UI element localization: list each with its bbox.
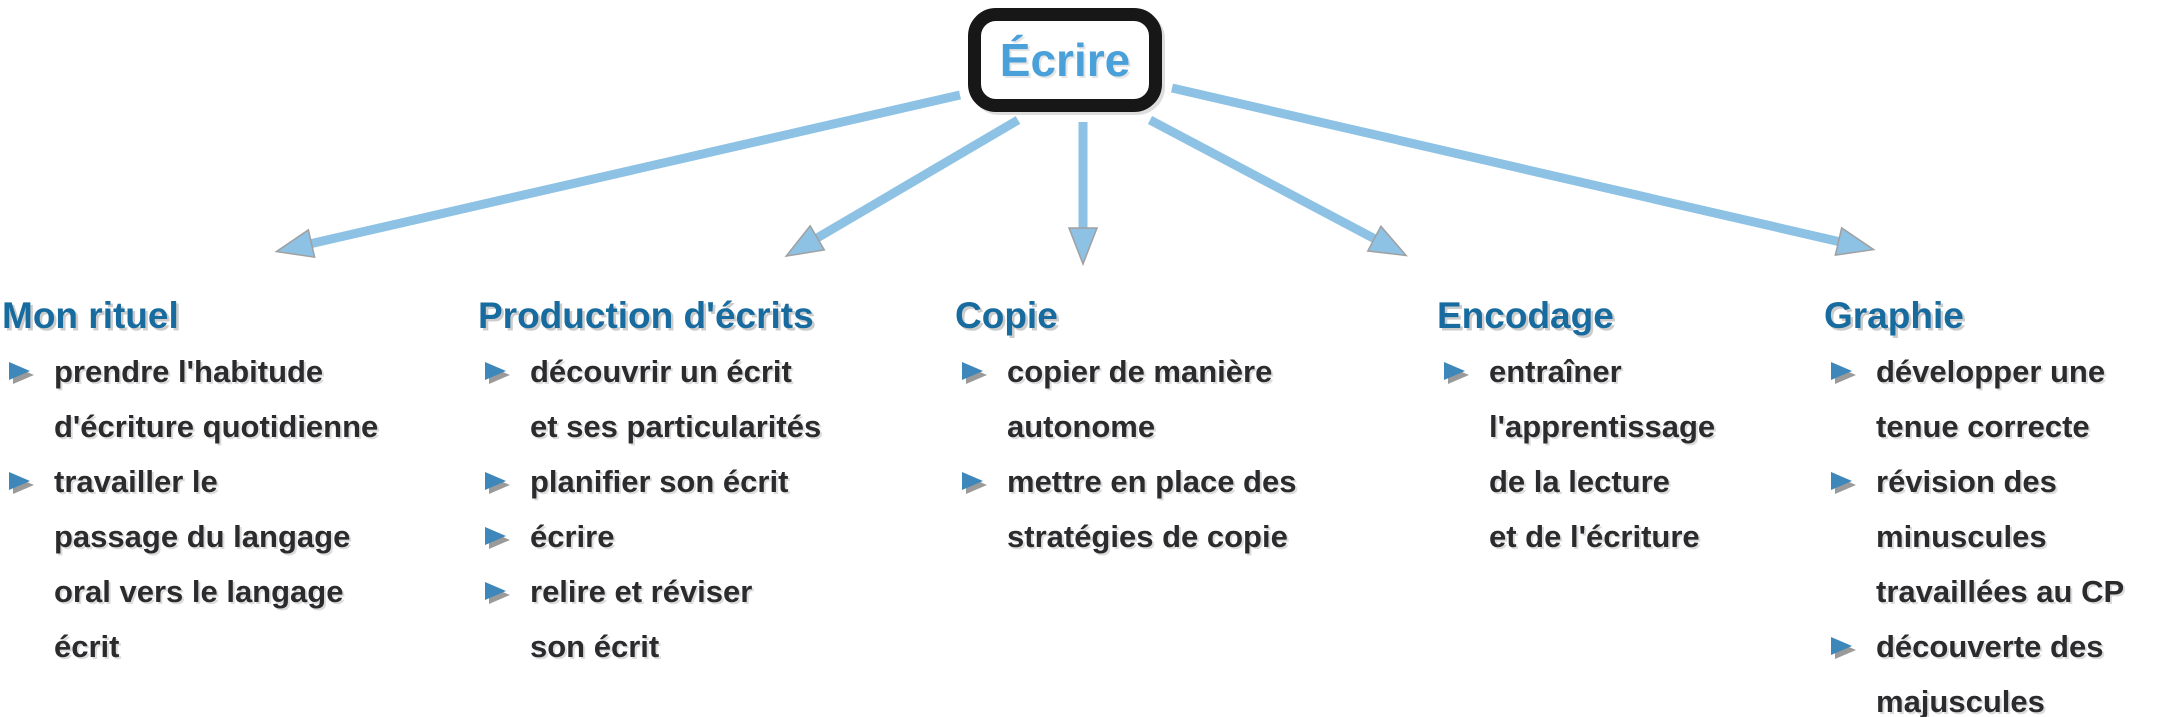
bullet-arrow-icon <box>1441 359 1471 385</box>
item-line: tenue correcte <box>1876 409 2090 444</box>
bullet-arrow-icon <box>6 359 36 385</box>
list-item: relire et réviser son écrit <box>478 564 938 674</box>
item-lines: mettre en place des stratégies de copie <box>1007 454 1415 564</box>
branch-production-d-ecrits: Production d'écrits découvrir un écrit et… <box>478 294 938 674</box>
item-lines: développer une tenue correcte <box>1876 344 2160 454</box>
item-line: copier de manière <box>1007 354 1273 389</box>
item-line: découvrir un écrit <box>530 354 792 389</box>
arrow-encodage <box>1147 116 1408 257</box>
item-lines: travailler le passage du langage oral vers… <box>54 454 462 674</box>
list-item: révision des minuscules travaillées au CP <box>1824 454 2160 619</box>
branch-encodage: Encodage entraîner l'apprentissage de la l… <box>1437 294 1817 564</box>
item-line: et ses particularités <box>530 409 822 444</box>
arrow-production <box>784 116 1021 258</box>
item-line: découverte des <box>1876 629 2104 664</box>
item-line: majuscules <box>1876 684 2045 717</box>
item-line: entraîner <box>1489 354 1622 389</box>
list-item: planifier son écrit <box>478 454 938 509</box>
list-item: écrire <box>478 509 938 564</box>
bullet-arrow-icon <box>1828 359 1858 385</box>
item-line: minuscules <box>1876 519 2047 554</box>
list-item: prendre l'habitude d'écriture quotidienne <box>2 344 462 454</box>
branch-mon-rituel: Mon rituel prendre l'habitude d'écriture … <box>2 294 462 674</box>
item-line: et de l'écriture <box>1489 519 1700 554</box>
item-lines: découverte des majuscules <box>1876 619 2160 717</box>
branch-title: Graphie <box>1824 295 1964 336</box>
branch-title: Copie <box>955 295 1058 336</box>
item-line: stratégies de copie <box>1007 519 1288 554</box>
item-lines: révision des minuscules travaillées au CP <box>1876 454 2160 619</box>
branch-items: copier de manière autonome mettre en place… <box>955 344 1415 564</box>
bullet-arrow-icon <box>482 359 512 385</box>
bullet-arrow-icon <box>1828 469 1858 495</box>
branch-copie: Copie copier de manière autonome mettre en… <box>955 294 1415 564</box>
item-line: passage du langage <box>54 519 351 554</box>
bullet-arrow-icon <box>959 469 989 495</box>
root-node-label: Écrire <box>999 34 1131 86</box>
bullet-arrow-icon <box>1828 634 1858 660</box>
branch-items: entraîner l'apprentissage de la lecture et … <box>1437 344 1817 564</box>
list-item: copier de manière autonome <box>955 344 1415 454</box>
item-line: l'apprentissage <box>1489 409 1716 444</box>
list-item: développer une tenue correcte <box>1824 344 2160 454</box>
item-lines: planifier son écrit <box>530 454 938 509</box>
item-lines: prendre l'habitude d'écriture quotidienne <box>54 344 462 454</box>
item-line: mettre en place des <box>1007 464 1297 499</box>
branch-title: Encodage <box>1437 295 1614 336</box>
arrow-graphie <box>1170 83 1876 257</box>
list-item: découverte des majuscules <box>1824 619 2160 717</box>
branch-title: Mon rituel <box>2 295 179 336</box>
item-line: autonome <box>1007 409 1156 444</box>
item-line: son écrit <box>530 629 660 664</box>
bullet-arrow-icon <box>482 469 512 495</box>
item-line: relire et réviser <box>530 574 753 609</box>
list-item: travailler le passage du langage oral vers… <box>2 454 462 674</box>
root-node: Écrire <box>968 8 1162 112</box>
item-line: planifier son écrit <box>530 464 789 499</box>
bullet-arrow-icon <box>959 359 989 385</box>
branch-items: prendre l'habitude d'écriture quotidienne… <box>2 344 462 674</box>
item-line: révision des <box>1876 464 2057 499</box>
item-lines: découvrir un écrit et ses particularités <box>530 344 938 454</box>
item-line: développer une <box>1876 354 2106 389</box>
arrow-mon-rituel <box>274 90 962 259</box>
list-item: découvrir un écrit et ses particularités <box>478 344 938 454</box>
item-lines: relire et réviser son écrit <box>530 564 938 674</box>
branch-items: découvrir un écrit et ses particularités p… <box>478 344 938 674</box>
branch-title: Production d'écrits <box>478 295 814 336</box>
item-line: oral vers le langage <box>54 574 344 609</box>
branch-graphie: Graphie développer une tenue correcte révi… <box>1824 294 2160 717</box>
item-lines: écrire <box>530 509 938 564</box>
item-lines: copier de manière autonome <box>1007 344 1415 454</box>
item-line: travailler le <box>54 464 218 499</box>
list-item: mettre en place des stratégies de copie <box>955 454 1415 564</box>
bullet-arrow-icon <box>482 579 512 605</box>
item-line: prendre l'habitude <box>54 354 324 389</box>
item-line: écrire <box>530 519 615 554</box>
item-line: d'écriture quotidienne <box>54 409 379 444</box>
branch-items: développer une tenue correcte révision des… <box>1824 344 2160 717</box>
item-line: travaillées au CP <box>1876 574 2125 609</box>
bullet-arrow-icon <box>482 524 512 550</box>
item-line: de la lecture <box>1489 464 1670 499</box>
item-lines: entraîner l'apprentissage de la lecture et … <box>1489 344 1817 564</box>
item-line: écrit <box>54 629 120 664</box>
list-item: entraîner l'apprentissage de la lecture et … <box>1437 344 1817 564</box>
bullet-arrow-icon <box>6 469 36 495</box>
